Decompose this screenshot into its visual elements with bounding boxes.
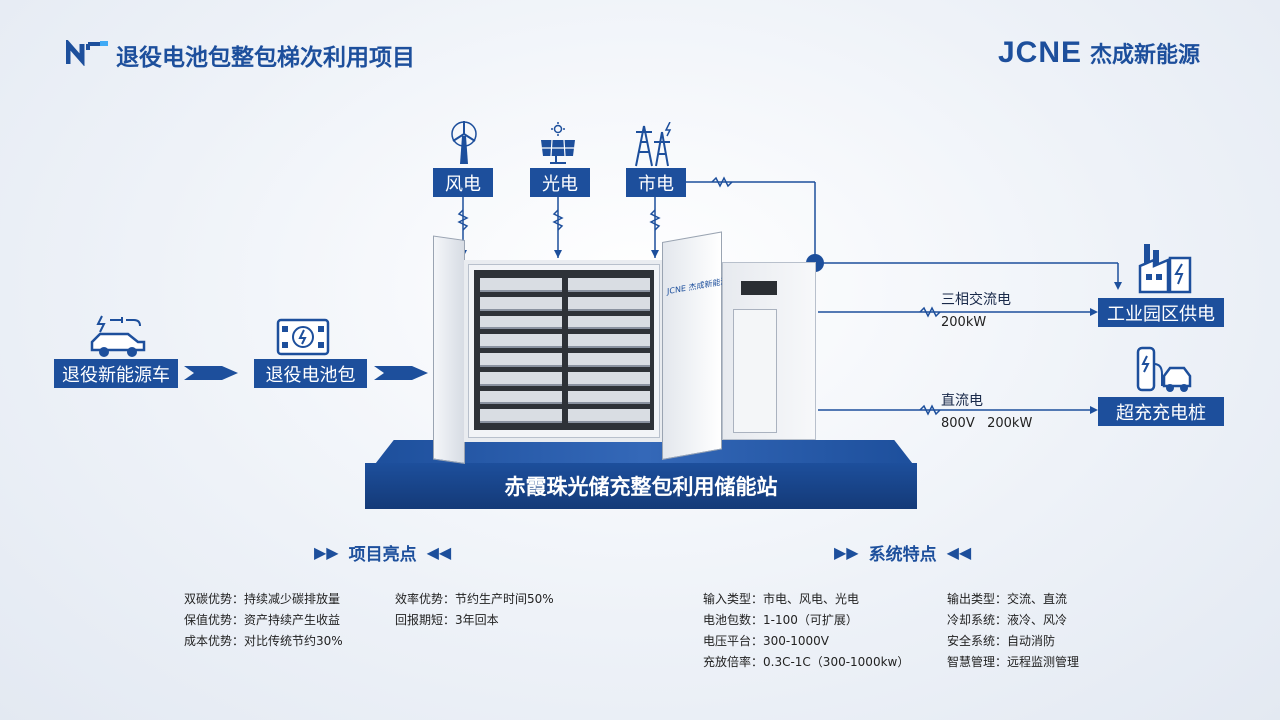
double-chevron-left-icon: ◀◀ — [946, 543, 972, 562]
highlight-item: 双碳优势：持续减少碳排放量 — [184, 592, 341, 606]
battery-modules — [480, 278, 650, 423]
feature-item: 输入类型：市电、风电、光电 — [703, 592, 860, 606]
power-tower-icon — [632, 121, 678, 168]
highlights-header: ▶▶ 项目亮点 ◀◀ — [314, 540, 451, 565]
highlight-item: 效率优势：节约生产时间50% — [395, 592, 554, 606]
control-cabinet — [722, 262, 816, 440]
source-grid: 市电 — [626, 168, 686, 197]
feature-item: 充放倍率：0.3C-1C（300-1000kw） — [703, 655, 910, 669]
right-door: JCNE 杰成新能源 — [662, 231, 729, 460]
highlights-col1: 双碳优势：持续减少碳排放量 保值优势：资产持续产生收益 成本优势：对比传统节约3… — [184, 589, 343, 652]
source-wind: 风电 — [433, 168, 493, 197]
flow-battery-pack: 退役电池包 — [254, 359, 367, 388]
solar-panel-icon — [538, 122, 578, 166]
highlight-item: 保值优势：资产持续产生收益 — [184, 613, 341, 627]
features-col2: 输出类型：交流、直流 冷却系统：液冷、风冷 安全系统：自动消防 智慧管理：远程监… — [947, 589, 1079, 673]
features-col1: 输入类型：市电、风电、光电 电池包数：1-100（可扩展） 电压平台：300-1… — [703, 589, 909, 673]
feature-item: 电池包数：1-100（可扩展） — [703, 613, 858, 627]
door-brand: JCNE 杰成新能源 — [667, 276, 729, 297]
feature-item: 电压平台：300-1000V — [703, 634, 829, 648]
page-title: 退役电池包整包梯次利用项目 — [116, 45, 415, 71]
double-chevron-left-icon: ◀◀ — [426, 543, 452, 562]
target-industrial: 工业园区供电 — [1098, 298, 1224, 327]
highlight-item: 回报期短：3年回本 — [395, 613, 499, 627]
brand-name: 杰成新能源 — [1090, 43, 1201, 68]
highlights-title: 项目亮点 — [348, 545, 417, 565]
dc-output-spec: 800V 200kW — [941, 416, 1033, 431]
arrow-right-icon — [184, 363, 238, 383]
left-door — [433, 235, 465, 464]
source-solar: 光电 — [530, 168, 590, 197]
station-name: 赤霞珠光储充整包利用储能站 — [365, 463, 917, 509]
feature-item: 智慧管理：远程监测管理 — [947, 655, 1080, 669]
double-chevron-right-icon: ▶▶ — [314, 543, 339, 562]
header-logo-icon — [65, 37, 110, 67]
battery-pack-icon — [272, 312, 334, 360]
wind-turbine-icon — [445, 120, 483, 166]
cabinet-body — [464, 260, 664, 442]
factory-icon — [1138, 244, 1194, 294]
features-title: 系统特点 — [868, 545, 937, 565]
cabinet-door-panel — [733, 309, 777, 433]
brand-mark: JCNE — [998, 36, 1083, 69]
dc-output-label: 直流电 — [941, 393, 983, 409]
brand-logo: JCNE 杰成新能源 — [998, 36, 1200, 70]
electric-car-icon — [88, 312, 150, 360]
ac-output-spec: 200kW — [941, 315, 987, 330]
feature-item: 输出类型：交流、直流 — [947, 592, 1068, 606]
ac-output-label: 三相交流电 — [941, 292, 1011, 308]
charging-pile-icon — [1132, 344, 1194, 394]
highlight-item: 成本优势：对比传统节约30% — [184, 634, 343, 648]
feature-item: 安全系统：自动消防 — [947, 634, 1056, 648]
target-supercharger: 超充充电桩 — [1098, 397, 1224, 426]
features-header: ▶▶ 系统特点 ◀◀ — [834, 540, 971, 565]
feature-item: 冷却系统：液冷、风冷 — [947, 613, 1068, 627]
energy-storage-cabinet: JCNE 杰成新能源 — [428, 231, 820, 464]
double-chevron-right-icon: ▶▶ — [834, 543, 859, 562]
arrow-right-icon — [374, 363, 428, 383]
highlights-col2: 效率优势：节约生产时间50% 回报期短：3年回本 — [395, 589, 554, 631]
control-panel — [741, 281, 777, 295]
flow-vehicle: 退役新能源车 — [54, 359, 178, 388]
